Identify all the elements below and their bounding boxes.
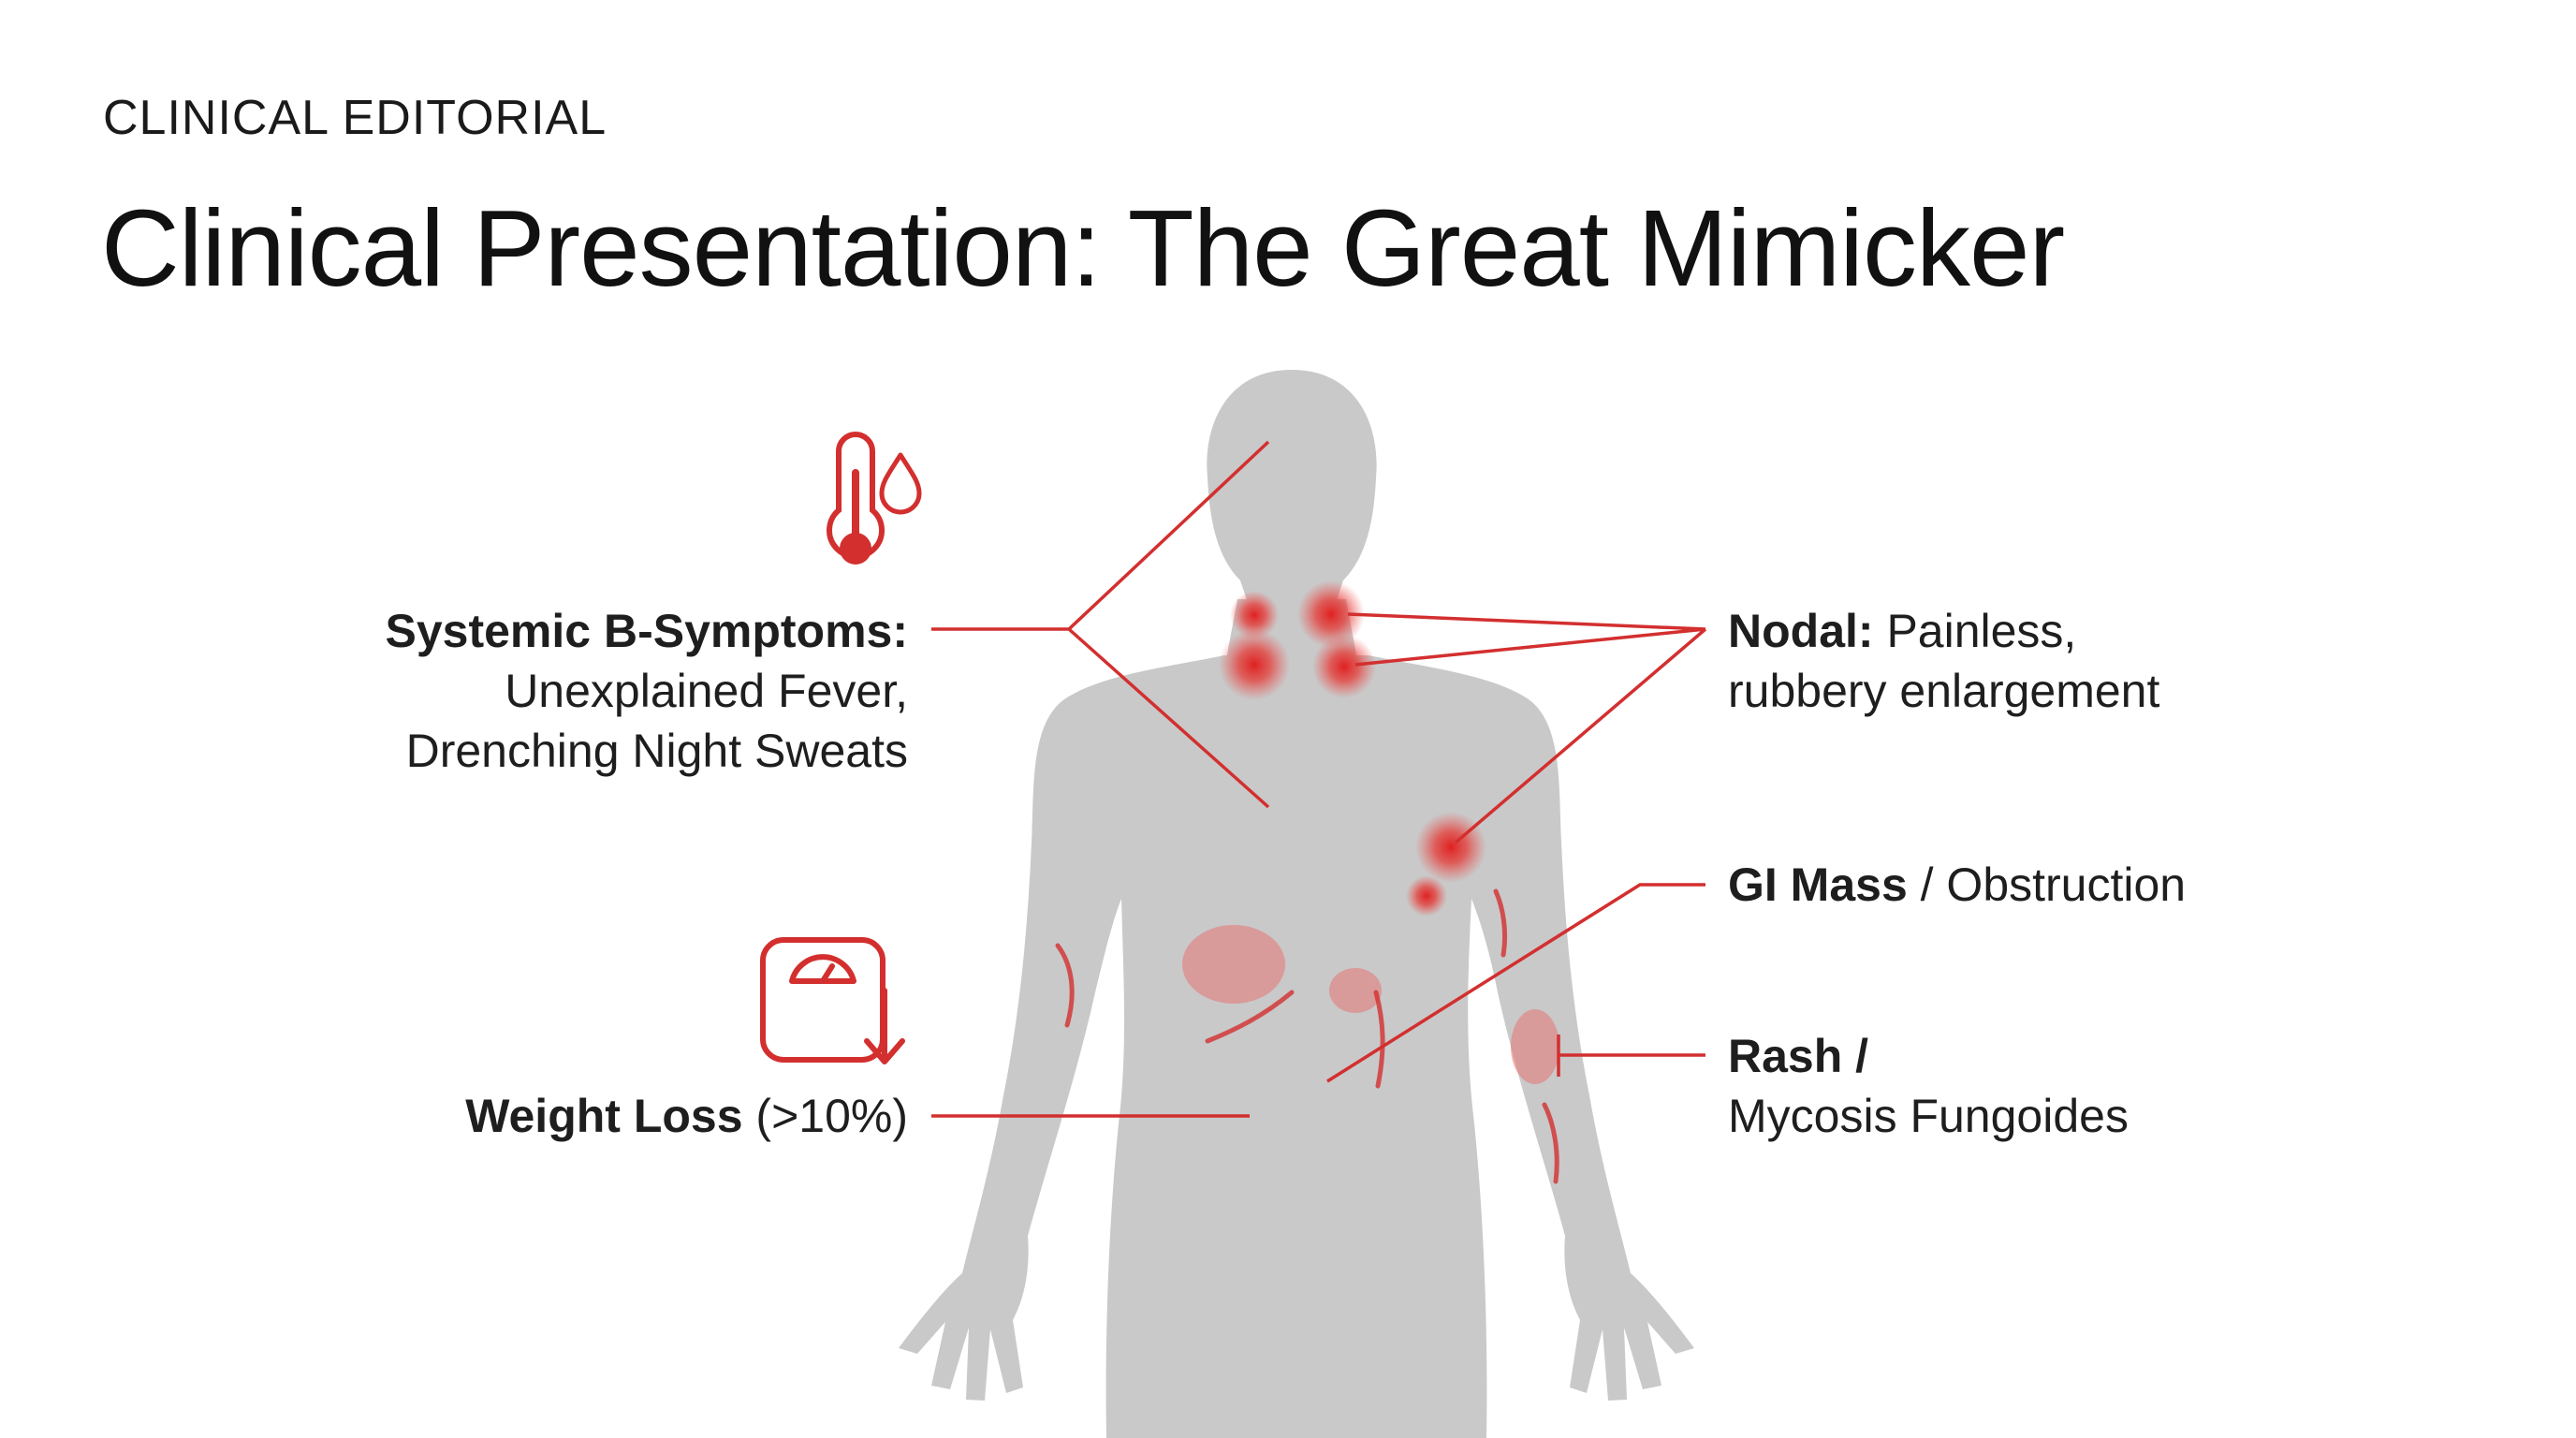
rash-streaks xyxy=(1055,888,1559,1184)
leader-gi xyxy=(1326,883,1705,1083)
callout-gi-detail: / Obstruction xyxy=(1907,858,2187,911)
rash-patch-abdomen xyxy=(1182,925,1285,1004)
callout-rash-label: Rash / xyxy=(1728,1030,1869,1082)
callout-systemic-label: Systemic B-Symptoms: xyxy=(385,605,909,657)
rash-patch-forearm xyxy=(1511,1009,1559,1084)
rash-streak-3 xyxy=(1055,943,1075,1028)
rash-patches xyxy=(1182,925,1559,1084)
callout-nodal-line1: Painless, xyxy=(1873,605,2077,657)
callout-nodal: Nodal: Painless, rubbery enlargement xyxy=(1728,601,2159,721)
torso-shape xyxy=(899,655,1694,1438)
body-silhouette xyxy=(899,370,1694,1438)
leader-nodal xyxy=(1347,612,1707,844)
lymph-node-glows xyxy=(1219,580,1486,917)
node-axillary-upper xyxy=(1415,812,1486,883)
callout-gi: GI Mass / Obstruction xyxy=(1728,855,2186,915)
page-title: Clinical Presentation: The Great Mimicke… xyxy=(101,187,2065,309)
droplet-icon xyxy=(879,452,922,515)
rash-streak-1 xyxy=(1205,990,1295,1044)
rash-patch-flank xyxy=(1329,968,1382,1013)
callout-systemic-line2: Drenching Night Sweats xyxy=(405,725,908,777)
eyebrow-label: CLINICAL EDITORIAL xyxy=(103,91,607,145)
node-neck-left-upper xyxy=(1230,591,1279,639)
callout-gi-label: GI Mass xyxy=(1728,858,1908,911)
weight-scale-icon xyxy=(760,937,905,1064)
rash-streak-5 xyxy=(1542,1102,1559,1184)
callout-rash: Rash / Mycosis Fungoides xyxy=(1728,1026,2129,1146)
node-neck-left-lower xyxy=(1219,629,1290,700)
callout-nodal-label: Nodal: xyxy=(1728,605,1874,657)
callout-systemic: Systemic B-Symptoms: Unexplained Fever, … xyxy=(337,601,909,781)
callout-weight-label: Weight Loss xyxy=(465,1090,743,1142)
rash-streak-2 xyxy=(1373,990,1385,1089)
callout-rash-line2: Mycosis Fungoides xyxy=(1728,1090,2129,1142)
leader-rash xyxy=(1557,1034,1705,1077)
callout-systemic-line1: Unexplained Fever, xyxy=(505,665,908,717)
node-axillary-lower xyxy=(1406,875,1447,917)
callout-weight: Weight Loss (>10%) xyxy=(393,1086,908,1146)
node-neck-right-lower xyxy=(1312,635,1376,698)
callout-nodal-line2: rubbery enlargement xyxy=(1728,665,2160,717)
leader-lines xyxy=(931,440,1707,1118)
leader-systemic xyxy=(931,440,1270,809)
node-neck-right-upper xyxy=(1297,580,1365,648)
callout-weight-detail: (>10%) xyxy=(742,1090,908,1142)
rash-streak-4 xyxy=(1493,888,1508,958)
thermometer-icon xyxy=(827,432,885,565)
